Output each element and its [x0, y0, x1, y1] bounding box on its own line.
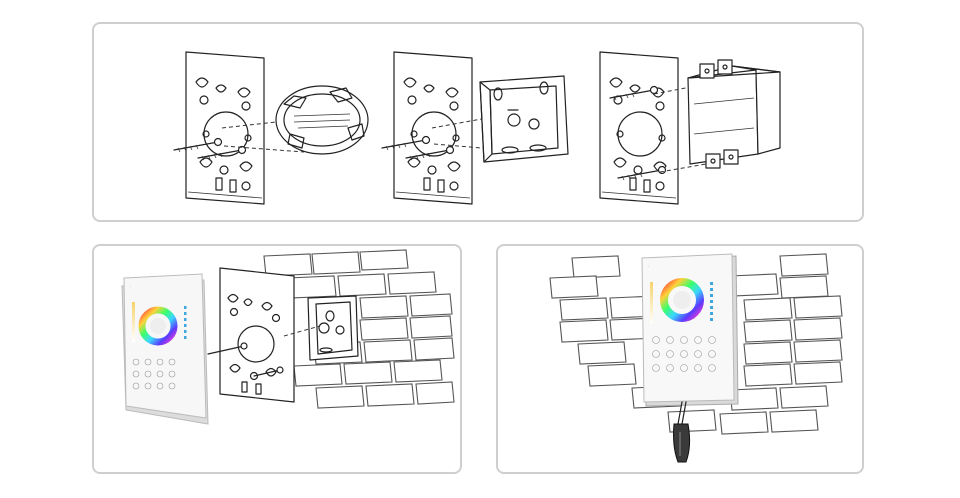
rgb-touch-panel: · [121, 273, 209, 425]
back-plate [207, 267, 321, 403]
square-junction-box [479, 75, 569, 163]
panel-bottom-left-assembly: · [92, 244, 462, 474]
rect-junction-box [687, 59, 781, 169]
plate-round-box-group [173, 51, 369, 205]
bottom-right-diagram: · [549, 253, 843, 463]
svg-text:·: · [130, 285, 131, 289]
plate-rect-box-group [599, 51, 781, 205]
svg-text:·: · [648, 265, 649, 269]
panel-bottom-right-installed: · [496, 244, 864, 474]
color-wheel-icon [660, 278, 704, 322]
color-wheel-icon [138, 306, 178, 346]
panel-top-mounting-steps [92, 22, 864, 222]
wall-junction-box [307, 295, 359, 361]
brick-wall [549, 253, 843, 435]
round-junction-box [275, 85, 369, 155]
bottom-left-diagram: · [121, 249, 455, 425]
screwdriver-icon [673, 401, 691, 463]
plate-square-box-group [381, 51, 569, 205]
brick-wall [263, 249, 455, 409]
top-diagram [173, 51, 781, 205]
mounted-rgb-panel: · [641, 253, 739, 407]
